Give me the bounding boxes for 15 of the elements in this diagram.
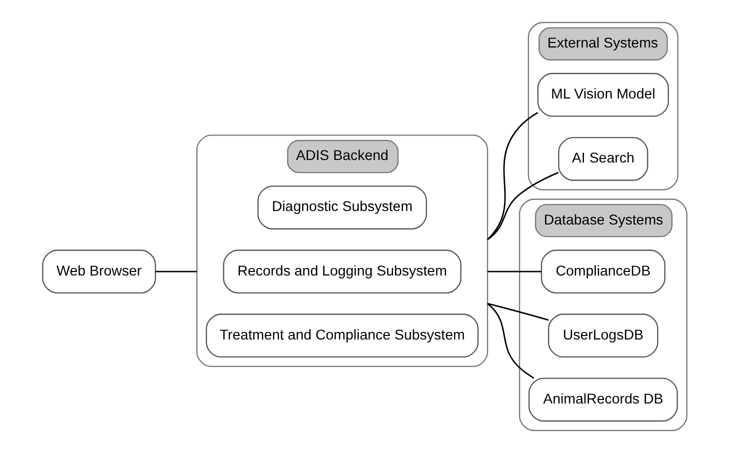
node-box: UserLogsDB [548,314,658,358]
connector [488,270,542,272]
node-box: Treatment and Compliance Subsystem [206,314,479,358]
connector [487,172,559,240]
node-box: AnimalRecords DB [528,378,678,422]
node-box: ComplianceDB [540,250,666,294]
node-box: Diagnostic Subsystem [257,186,428,230]
node-box: ML Vision Model [537,72,669,117]
node-box: AI Search [558,136,648,181]
node-box: Records and Logging Subsystem [223,250,462,294]
connector [156,270,197,272]
connector [487,302,549,321]
connector [487,303,534,379]
connector [486,112,538,240]
node-box: Web Browser [42,250,156,294]
